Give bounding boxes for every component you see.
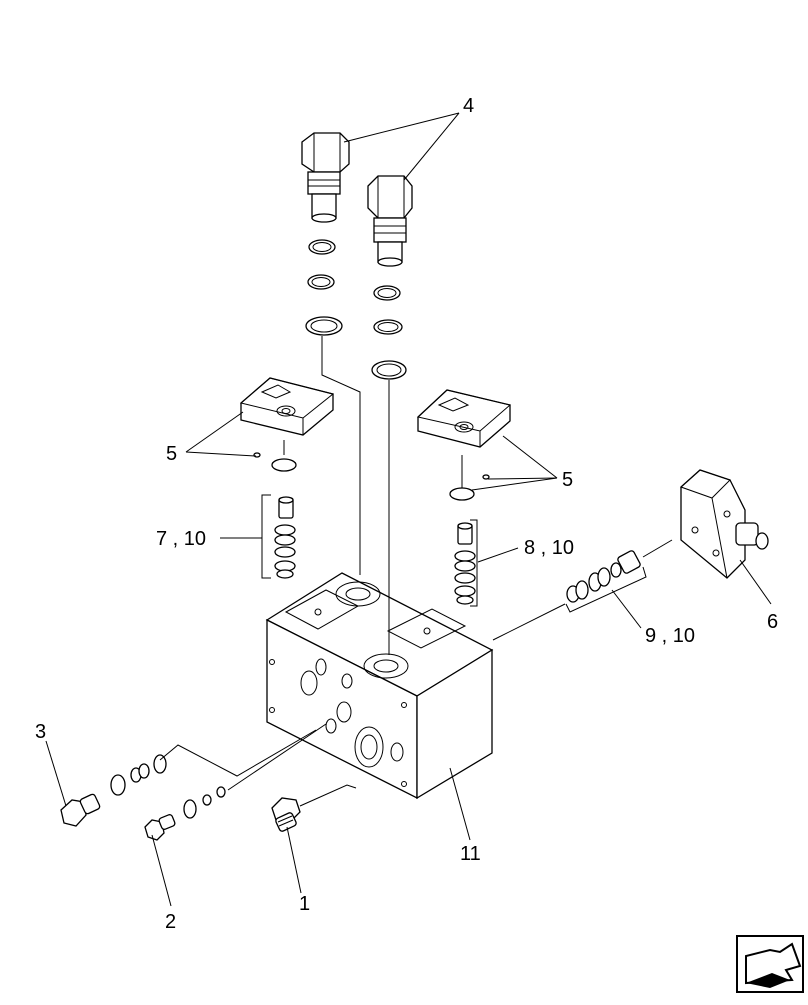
callout-11: 11 (460, 843, 481, 865)
seal-rings-left (305, 239, 343, 336)
manifold-block (265, 572, 494, 800)
callout-4: 4 (463, 95, 474, 117)
page-turn-arrow-icon[interactable] (736, 935, 804, 993)
pressure-sensor (271, 797, 301, 832)
seal-rings-right (371, 285, 407, 380)
callout-leaders (45, 112, 772, 907)
check-valve-stack-left (274, 496, 296, 579)
callout-5-left: 5 (166, 443, 177, 465)
plug-assembly-2 (144, 786, 226, 841)
callout-6: 6 (767, 611, 778, 633)
cartridge-valve-left (301, 132, 350, 223)
assembly-centerlines (159, 336, 673, 807)
side-cover-assembly (680, 469, 769, 579)
cover-seals (253, 452, 490, 501)
callout-7-10: 7 , 10 (156, 528, 206, 550)
callout-1: 1 (299, 893, 310, 915)
callout-2: 2 (165, 911, 176, 933)
callout-9-10: 9 , 10 (645, 625, 695, 647)
plug-assembly-3 (60, 754, 167, 827)
side-valve-stack (566, 550, 641, 603)
cartridge-valve-right (367, 175, 413, 267)
callout-8-10: 8 , 10 (524, 537, 574, 559)
callout-5-right: 5 (562, 469, 573, 491)
callout-3: 3 (35, 721, 46, 743)
check-valve-stack-right (454, 522, 476, 605)
cover-plate-left (239, 377, 335, 436)
cover-plate-right (416, 389, 512, 448)
